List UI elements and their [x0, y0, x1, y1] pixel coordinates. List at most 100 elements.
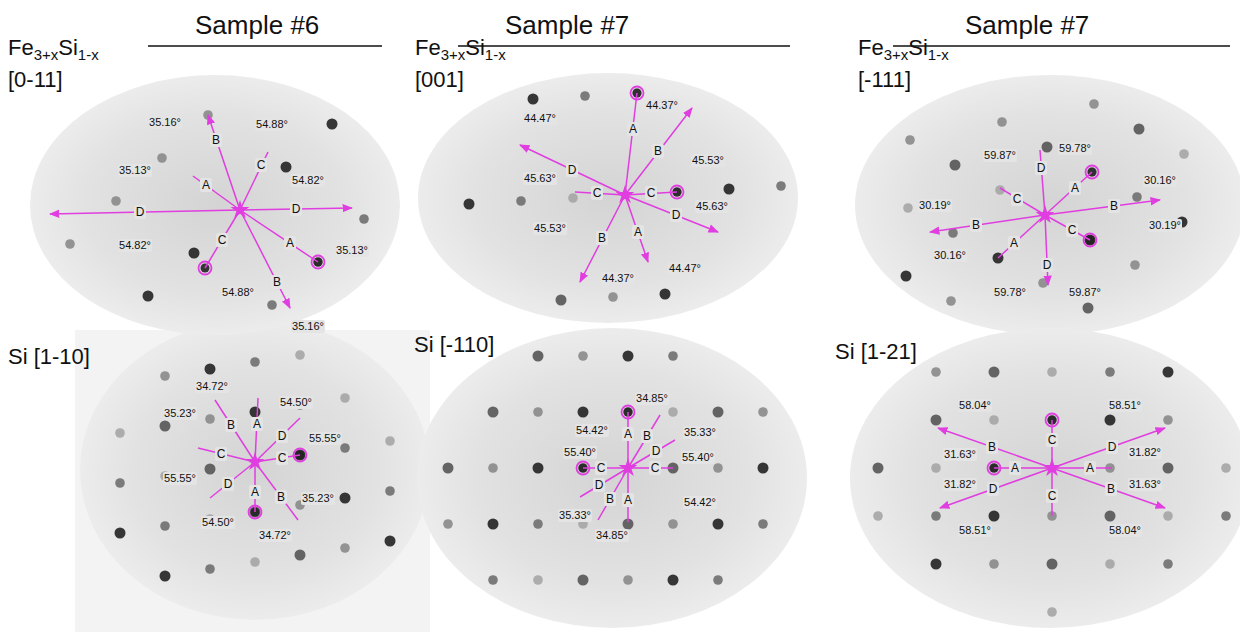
spot-marker: [1046, 414, 1059, 427]
diffraction-spot: [668, 575, 679, 586]
formula-subscript: 3+x: [34, 47, 59, 62]
diffraction-spot: [1105, 511, 1116, 522]
center-star: [616, 185, 635, 203]
angle-label: 44.37°: [645, 99, 679, 112]
angle-label: 58.04°: [958, 399, 992, 412]
spot-marker: [988, 462, 1001, 475]
vector-letter: C: [1011, 192, 1024, 206]
vector-letter: A: [627, 122, 639, 136]
vector-letter: D: [1041, 258, 1054, 272]
diffraction-spot: [295, 550, 306, 561]
vector-arrow: [240, 210, 318, 262]
vector-letter: A: [632, 225, 644, 239]
angle-label: 59.87°: [983, 149, 1017, 162]
diffraction-spot: [873, 511, 883, 521]
vector-letter: A: [622, 427, 634, 441]
diffraction-spot: [713, 463, 723, 473]
angle-label: 35.23°: [301, 492, 335, 505]
diffraction-spot: [115, 428, 125, 438]
angle-label: 55.55°: [308, 432, 342, 445]
diffraction-spot: [340, 543, 350, 553]
diffraction-spot: [713, 519, 724, 530]
diffraction-spot: [359, 214, 369, 224]
diffraction-spot: [464, 199, 475, 210]
vector-letter: C: [1046, 433, 1059, 447]
angle-label: 54.42°: [575, 424, 609, 437]
diffraction-spot: [724, 184, 735, 195]
zone-axis-label: Si [1-21]: [835, 341, 917, 363]
angle-label: 31.63°: [1128, 478, 1162, 491]
panel-heading: Sample #6: [195, 12, 319, 38]
diffraction-spot: [668, 407, 678, 417]
angle-label: 54.42°: [683, 496, 717, 509]
vector-arrow: [1045, 215, 1090, 240]
center-star: [246, 452, 265, 470]
center-star: [619, 458, 638, 476]
diffraction-spot: [931, 511, 941, 521]
diffraction-spot: [488, 519, 499, 530]
formula-subscript: 1-x: [78, 47, 99, 62]
diffraction-spot: [516, 196, 526, 206]
vector-letter: C: [216, 233, 229, 247]
vector-letter: B: [275, 490, 287, 504]
diffraction-spot: [115, 528, 126, 539]
vector-letter: A: [622, 493, 634, 507]
angle-label: 59.78°: [993, 286, 1027, 299]
diffraction-spot: [1047, 559, 1058, 570]
diffraction-spot: [713, 575, 723, 585]
diffraction-spot: [901, 271, 912, 282]
vector-letter: B: [970, 218, 982, 232]
diffraction-spot: [340, 393, 350, 403]
diffraction-spot: [1221, 463, 1231, 473]
vector-arrow: [208, 115, 240, 210]
diffraction-spot: [758, 407, 768, 417]
vector-arrow: [625, 195, 648, 262]
heading-rule: [458, 45, 790, 47]
diffraction-spot: [1130, 260, 1140, 270]
angle-label: 45.63°: [523, 172, 557, 185]
angle-label: 59.78°: [1058, 142, 1092, 155]
vector-letter: C: [645, 186, 658, 200]
formula-text: Fe: [8, 37, 34, 59]
diffraction-spot: [568, 193, 578, 203]
diffraction-spot: [1105, 559, 1115, 569]
diffraction-spot: [205, 414, 215, 424]
diffraction-spot: [1163, 559, 1173, 569]
angle-label: 31.82°: [943, 478, 977, 491]
vector-arrow: [198, 448, 255, 462]
diffraction-spot: [905, 135, 915, 145]
angle-label: 35.16°: [148, 116, 182, 129]
vector-letter: B: [1105, 482, 1117, 496]
vector-letter: B: [986, 440, 998, 454]
formula-text: Fe: [858, 37, 884, 59]
diffraction-spot: [1163, 367, 1174, 378]
vector-letter: D: [1106, 440, 1119, 454]
diffraction-spot: [533, 407, 543, 417]
vector-letter: A: [251, 417, 263, 431]
diffraction-spot: [250, 557, 260, 567]
vector-arrow: [240, 152, 268, 210]
diffraction-spot: [295, 350, 305, 360]
center-star: [1036, 205, 1055, 223]
spot-marker: [312, 256, 325, 269]
diffraction-spot: [205, 464, 216, 475]
diffraction-spot: [668, 519, 678, 529]
diffraction-spot: [1221, 511, 1231, 521]
angle-label: 31.63°: [943, 448, 977, 461]
diffraction-spot: [931, 367, 941, 377]
spot-marker: [622, 406, 635, 419]
angle-label: 59.87°: [1068, 286, 1102, 299]
vector-arrow: [1045, 200, 1160, 215]
diffraction-spot: [931, 559, 942, 570]
angle-label: 58.51°: [1108, 399, 1142, 412]
angle-label: 54.88°: [221, 286, 255, 299]
vector-arrow: [1045, 215, 1048, 285]
vector-letter: D: [566, 163, 579, 177]
spot-marker: [294, 449, 307, 462]
diffraction-spot: [1132, 192, 1142, 202]
diffraction-spot: [250, 357, 260, 367]
diffraction-spot: [608, 292, 618, 302]
diffraction-spot: [1105, 367, 1115, 377]
diffraction-spot: [578, 407, 589, 418]
angle-label: 54.82°: [291, 174, 325, 187]
